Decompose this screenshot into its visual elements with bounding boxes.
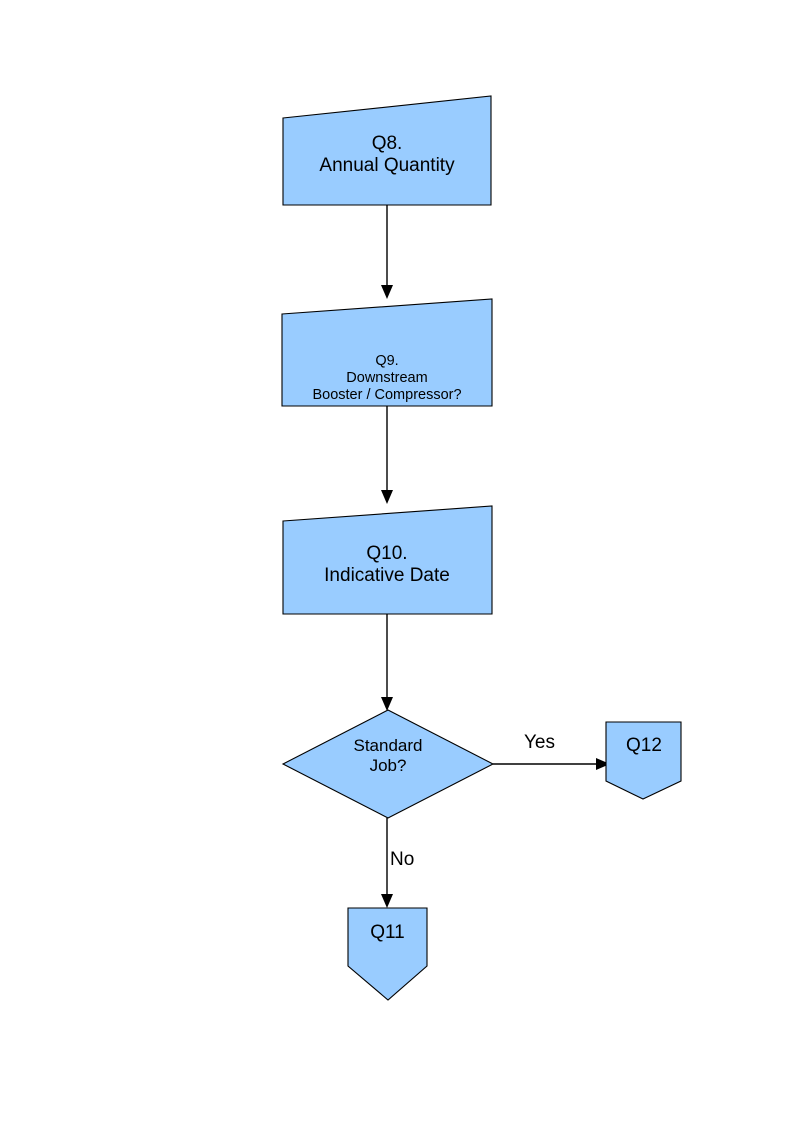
node-q12-shape[interactable] — [605, 721, 682, 800]
arrowhead-decision-to-q12 — [596, 758, 610, 770]
node-decision-shape[interactable] — [281, 709, 495, 819]
edge-label-no: No — [390, 849, 415, 870]
arrowhead-decision-to-q11 — [381, 894, 393, 908]
edge-label-yes: Yes — [524, 732, 555, 753]
arrowhead-q8-to-q9 — [381, 285, 393, 299]
arrowhead-q9-to-q10 — [381, 490, 393, 504]
node-q9-shape[interactable] — [281, 298, 493, 407]
arrowhead-q10-to-decision — [381, 697, 393, 711]
node-q11-shape[interactable] — [347, 907, 428, 1001]
node-q8-shape[interactable] — [282, 95, 492, 206]
node-q10-shape[interactable] — [282, 505, 493, 615]
